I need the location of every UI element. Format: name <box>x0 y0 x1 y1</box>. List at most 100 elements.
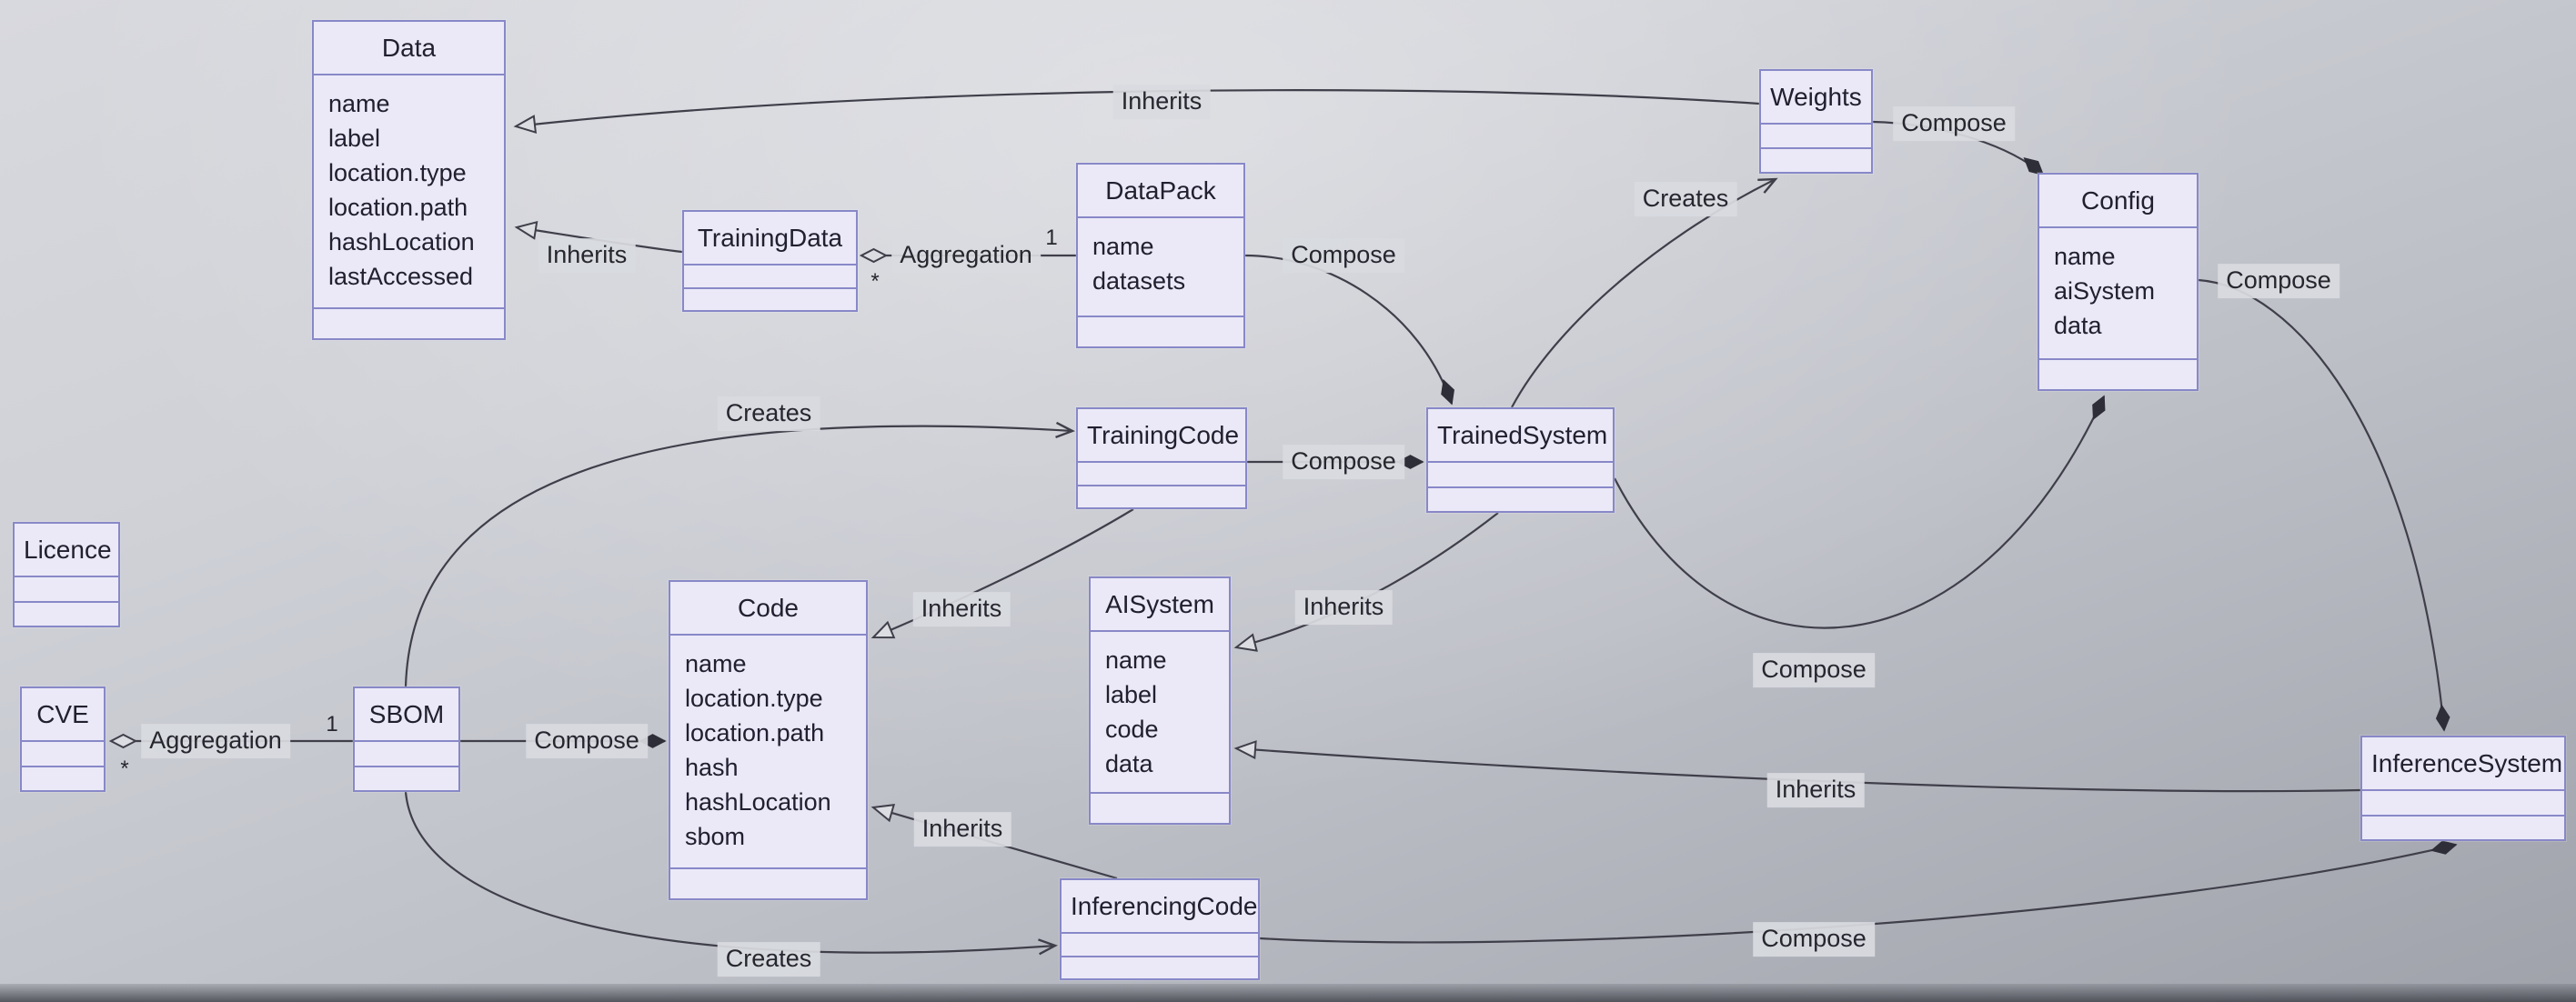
class-trainingdata[interactable]: TrainingData <box>682 210 858 312</box>
class-title: SBOM <box>355 688 458 742</box>
edge-label-aggregation: Aggregation <box>891 238 1041 273</box>
attribute: name <box>2054 243 2116 270</box>
edge-label-inherits: Inherits <box>538 238 636 273</box>
edge-label-inherits: Inherits <box>912 592 1011 626</box>
edge-config-compose-inferencesystem <box>2198 278 2450 732</box>
attribute: label <box>1105 681 1158 708</box>
class-attributes-empty <box>1761 125 1871 147</box>
attribute: hash <box>685 754 739 781</box>
edge-label-creates: Creates <box>717 942 820 977</box>
class-attributes: name datasets <box>1078 218 1243 316</box>
class-title: DataPack <box>1078 165 1243 218</box>
class-methods-empty <box>1428 486 1613 512</box>
class-methods-empty <box>1078 484 1245 508</box>
edge-sbom-creates-inferencingcode <box>404 791 1058 956</box>
class-attributes: name location.type location.path hash ha… <box>670 636 866 867</box>
class-title: TrainingData <box>684 212 856 266</box>
attribute: location.type <box>685 685 823 712</box>
class-code[interactable]: Code name location.type location.path ha… <box>669 580 868 900</box>
multiplicity-one: 1 <box>1045 225 1058 250</box>
class-attributes-empty <box>1428 463 1613 486</box>
attribute: name <box>328 90 390 117</box>
class-methods-empty <box>314 307 504 338</box>
class-aisystem[interactable]: AISystem name label code data <box>1089 576 1231 825</box>
attribute: name <box>685 650 747 677</box>
edge-label-compose: Compose <box>526 724 648 758</box>
edge-label-compose: Compose <box>1893 106 2015 141</box>
edge-label-compose: Compose <box>1753 653 1875 687</box>
multiplicity-star: * <box>870 269 880 294</box>
edge-sbom-creates-trainingcode <box>404 421 1075 687</box>
edge-label-compose: Compose <box>1753 922 1875 957</box>
edge-trainedsystem-compose-config <box>1614 395 2106 629</box>
attribute: hashLocation <box>685 788 831 816</box>
class-title: Config <box>2039 175 2197 228</box>
edge-label-inherits: Inherits <box>1112 85 1211 119</box>
attribute: aiSystem <box>2054 277 2156 305</box>
edge-label-compose: Compose <box>1283 238 1404 273</box>
class-attributes: name label code data <box>1091 632 1229 792</box>
class-licence[interactable]: Licence <box>13 522 120 627</box>
edge-label-aggregation: Aggregation <box>141 724 290 758</box>
class-title: Code <box>670 582 866 636</box>
class-attributes-empty <box>15 577 118 601</box>
class-weights[interactable]: Weights <box>1759 69 1873 174</box>
class-attributes: name label location.type location.path h… <box>314 75 504 307</box>
class-methods-empty <box>1062 955 1258 979</box>
class-datapack[interactable]: DataPack name datasets <box>1076 163 1245 348</box>
multiplicity-star: * <box>120 757 129 781</box>
class-title: TrainedSystem <box>1428 409 1613 463</box>
attribute: name <box>1092 233 1154 260</box>
attribute: datasets <box>1092 267 1186 295</box>
edge-trainedsystem-inherits-aisystem <box>1233 512 1499 652</box>
attribute: data <box>2054 312 2102 339</box>
attribute: location.type <box>328 159 467 186</box>
edge-label-inherits: Inherits <box>913 812 1011 847</box>
class-attributes: name aiSystem data <box>2039 228 2197 358</box>
attribute: data <box>1105 750 1153 777</box>
window-bottom-edge <box>0 984 2576 1002</box>
edge-label-compose: Compose <box>2218 264 2340 298</box>
class-attributes-empty <box>355 742 458 766</box>
class-sbom[interactable]: SBOM <box>353 686 460 792</box>
class-methods-empty <box>15 600 118 626</box>
class-methods-empty <box>1078 316 1243 346</box>
class-inferencesystem[interactable]: InferenceSystem <box>2360 736 2566 841</box>
class-methods-empty <box>355 765 458 791</box>
class-title: CVE <box>22 688 104 742</box>
class-attributes-empty <box>684 266 856 287</box>
class-title: TrainingCode <box>1078 409 1245 463</box>
class-trainingcode[interactable]: TrainingCode <box>1076 407 1247 509</box>
edge-label-inherits: Inherits <box>1766 773 1865 807</box>
class-attributes-empty <box>1062 934 1258 956</box>
class-inferencingcode[interactable]: InferencingCode <box>1060 878 1260 980</box>
class-title: Licence <box>15 524 118 577</box>
attribute: location.path <box>685 719 825 746</box>
attribute: lastAccessed <box>328 263 474 290</box>
edge-label-inherits: Inherits <box>1294 590 1393 625</box>
class-methods-empty <box>1761 147 1871 172</box>
edge-datapack-compose-trainedsystem <box>1244 254 1454 406</box>
edge-label-compose: Compose <box>1283 445 1404 479</box>
class-trainedsystem[interactable]: TrainedSystem <box>1426 407 1615 513</box>
edge-trainingcode-inherits-code <box>870 508 1134 639</box>
class-methods-empty <box>1091 792 1229 823</box>
class-methods-empty <box>670 867 866 898</box>
class-cve[interactable]: CVE <box>20 686 106 792</box>
class-methods-empty <box>22 765 104 791</box>
class-config[interactable]: Config name aiSystem data <box>2038 173 2199 391</box>
class-title: InferenceSystem <box>2362 737 2564 791</box>
class-data[interactable]: Data name label location.type location.p… <box>312 20 506 340</box>
class-attributes-empty <box>1078 463 1245 485</box>
attribute: code <box>1105 716 1159 743</box>
attribute: location.path <box>328 194 468 221</box>
class-title: AISystem <box>1091 578 1229 632</box>
class-methods-empty <box>2039 358 2197 389</box>
class-attributes-empty <box>2362 791 2564 815</box>
class-title: Data <box>314 22 504 75</box>
attribute: name <box>1105 646 1167 674</box>
edge-label-creates: Creates <box>1634 182 1737 216</box>
attribute: label <box>328 125 381 152</box>
class-methods-empty <box>684 286 856 311</box>
